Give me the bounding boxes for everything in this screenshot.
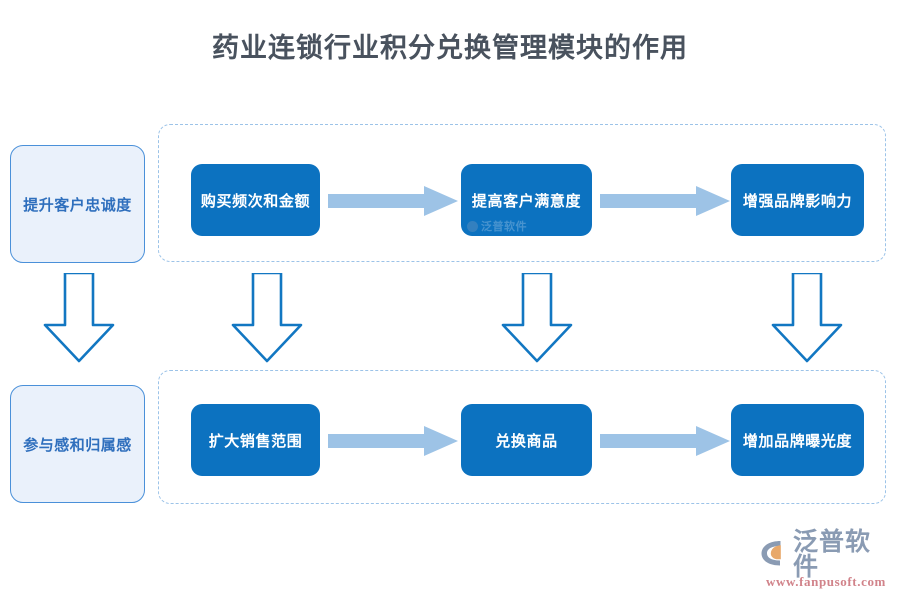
box-watermark-text: 泛普软件 <box>481 221 527 233</box>
process-box-top-3[interactable]: 增强品牌影响力 <box>731 164 864 236</box>
arrow-right-icon <box>328 426 458 461</box>
brand-url: www.fanpusoft.com <box>766 574 886 589</box>
process-box-label: 购买频次和金额 <box>200 192 311 210</box>
page-title: 药业连锁行业积分兑换管理模块的作用 <box>212 33 688 63</box>
group-container-top <box>158 124 886 262</box>
arrow-down-icon <box>43 271 115 368</box>
side-label-box-loyalty[interactable]: 提升客户忠诚度 <box>10 145 145 263</box>
box-watermark: 泛普软件 <box>467 218 527 234</box>
process-box-label: 扩大销售范围 <box>208 432 303 450</box>
arrow-right-icon <box>600 426 730 461</box>
side-label-text: 参与感和归属感 <box>23 436 132 454</box>
side-label-box-belonging[interactable]: 参与感和归属感 <box>10 385 145 503</box>
process-box-label: 增强品牌影响力 <box>742 192 853 210</box>
side-label-text: 提升客户忠诚度 <box>23 196 132 214</box>
fanpu-logo-mark-icon <box>467 220 478 232</box>
arrow-right-icon <box>600 186 730 221</box>
arrow-down-icon <box>231 271 303 368</box>
group-container-bottom <box>158 370 886 504</box>
fanpu-logo-mark-icon <box>758 538 788 573</box>
brand-name: 泛普软件 <box>793 529 872 581</box>
arrow-down-icon <box>771 271 843 368</box>
process-box-bottom-3[interactable]: 增加品牌曝光度 <box>731 404 864 476</box>
process-box-bottom-2[interactable]: 兑换商品 <box>461 404 592 476</box>
process-box-bottom-1[interactable]: 扩大销售范围 <box>191 404 320 476</box>
process-box-label: 兑换商品 <box>495 432 558 450</box>
arrow-down-icon <box>501 271 573 368</box>
process-box-top-2[interactable]: 提高客户满意度 泛普软件 <box>461 164 592 236</box>
process-box-label: 提高客户满意度 <box>471 192 582 210</box>
brand-logo: 泛普软件 www.fanpusoft.com <box>758 530 894 594</box>
arrow-right-icon <box>328 186 458 221</box>
process-box-top-1[interactable]: 购买频次和金额 <box>191 164 320 236</box>
process-box-label: 增加品牌曝光度 <box>742 432 853 450</box>
